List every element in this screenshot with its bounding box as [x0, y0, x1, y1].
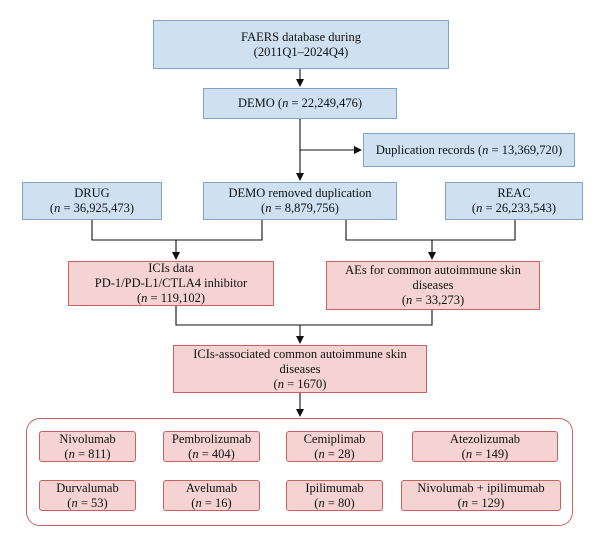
drug-name: Cemiplimab	[303, 431, 366, 446]
drug-name: Avelumab	[185, 480, 238, 495]
drug-breakdown-container	[26, 418, 573, 526]
faers-line1: FAERS database during	[241, 29, 361, 44]
drug-name: Nivolumab	[59, 431, 116, 446]
icis-count: 119,102	[160, 291, 201, 305]
drug-count: 28	[338, 446, 351, 461]
drug-name: Atezolizumab	[449, 431, 521, 446]
demo-removed-duplication-box: DEMO removed duplication (n = 8,879,756)	[203, 182, 397, 220]
faers-line2: (2011Q1–2024Q4)	[253, 44, 349, 59]
aes-line1: AEs for common autoimmune skin	[345, 263, 521, 277]
demo-removed-label: DEMO removed duplication	[228, 186, 372, 200]
drug-count: 53	[91, 495, 104, 510]
drug-label: DRUG	[74, 186, 110, 200]
drug-box-cemiplimab: Cemiplimab (n = 28)	[286, 431, 383, 462]
icis-associated-box: ICIs-associated common autoimmune skin d…	[173, 345, 427, 393]
drug-name: Durvalumab	[56, 480, 119, 495]
drug-name: Pembrolizumab	[171, 431, 252, 446]
drug-box-durvalumab: Durvalumab (n = 53)	[39, 480, 136, 511]
aes-line2: diseases	[412, 278, 454, 292]
drug-name: Nivolumab + ipilimumab	[417, 480, 545, 495]
drug-box: DRUG (n = 36,925,473)	[22, 182, 162, 220]
drug-count: 149	[485, 446, 505, 461]
demo-label: DEMO	[237, 96, 275, 110]
assoc-line2: diseases	[279, 361, 321, 376]
drug-box-nivolumab: Nivolumab (n = 811)	[39, 431, 136, 462]
faers-database-box: FAERS database during (2011Q1–2024Q4)	[153, 20, 449, 69]
drug-count: 404	[211, 446, 231, 461]
connector-icis-aes	[175, 306, 433, 326]
demo-removed-count: 8,879,756	[284, 201, 335, 215]
assoc-line1: ICIs-associated common autoimmune skin	[193, 346, 407, 361]
aes-box: AEs for common autoimmune skin diseases …	[326, 261, 540, 310]
reac-label: REAC	[497, 186, 531, 200]
drug-count: 80	[338, 495, 351, 510]
icis-line1: ICIs data	[148, 261, 194, 275]
duplication-count: 13,369,720	[501, 142, 558, 157]
drug-count: 129	[481, 495, 501, 510]
drug-box-nivolumab-ipilimumab: Nivolumab + ipilimumab (n = 129)	[401, 480, 561, 511]
duplication-records-box: Duplication records (n = 13,369,720)	[363, 133, 575, 167]
icis-line2: PD-1/PD-L1/CTLA4 inhibitor	[94, 276, 248, 290]
duplication-label: Duplication records	[375, 142, 475, 157]
icis-data-box: ICIs data PD-1/PD-L1/CTLA4 inhibitor (n …	[68, 261, 274, 306]
demo-count: 22,249,476	[301, 96, 358, 110]
reac-box: REAC (n = 26,233,543)	[445, 182, 583, 220]
drug-box-ipilimumab: Ipilimumab (n = 80)	[286, 480, 383, 511]
drug-name: Ipilimumab	[305, 480, 364, 495]
drug-box-atezolizumab: Atezolizumab (n = 149)	[412, 431, 558, 462]
drug-count: 36,925,473	[73, 201, 130, 215]
drug-box-pembrolizumab: Pembrolizumab (n = 404)	[163, 431, 260, 462]
reac-count: 26,233,543	[495, 201, 552, 215]
aes-count: 33,273	[425, 293, 460, 307]
drug-count: 16	[215, 495, 228, 510]
assoc-count: 1670	[297, 376, 323, 391]
drug-box-avelumab: Avelumab (n = 16)	[163, 480, 260, 511]
drug-count: 811	[88, 446, 107, 461]
connector-demo-removed-reac	[345, 220, 516, 241]
connector-drug-icis	[91, 220, 263, 241]
demo-box: DEMO (n = 22,249,476)	[203, 88, 397, 119]
